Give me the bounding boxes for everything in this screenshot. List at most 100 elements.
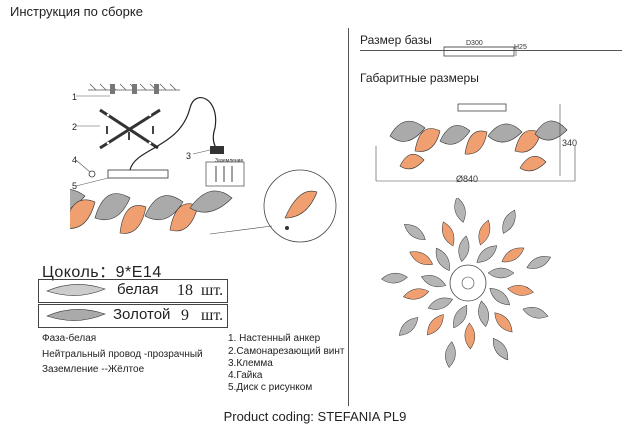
radial-leaf <box>458 235 470 262</box>
radial-leaf <box>502 209 516 234</box>
side-leaf <box>414 128 441 152</box>
radial-leaf <box>478 219 491 246</box>
radial-leaf <box>494 312 513 333</box>
radial-leaf <box>409 251 434 265</box>
side-leaf <box>389 120 426 142</box>
wiring-line-2: Нейтральный провод -прозрачный <box>42 349 203 360</box>
radial-leaf <box>403 224 426 240</box>
wire <box>129 97 221 171</box>
socket-spec: Цоколь：9*E14 <box>42 264 162 281</box>
part-1: 1. Настенный анкер <box>228 333 321 344</box>
terminal-connector <box>210 146 224 154</box>
callout-line-5 <box>75 177 109 187</box>
vertical-divider <box>348 28 349 406</box>
overall-diameter-label: Ø840 <box>456 174 479 184</box>
top-canopy-center <box>461 276 475 290</box>
screw <box>152 126 154 134</box>
callout-line-4 <box>75 159 91 173</box>
overall-size-heading: Габаритные размеры <box>360 71 479 85</box>
side-view-drawing <box>375 103 576 182</box>
leaf-row-gold-count: 9 <box>181 307 189 324</box>
side-leaf <box>534 120 568 141</box>
leaf-row-white-unit: шт. <box>201 282 224 299</box>
top-view-drawing <box>381 198 552 368</box>
hatch <box>89 83 97 91</box>
callout-lines <box>75 95 211 187</box>
radial-leaf <box>403 288 430 300</box>
part-5: 5.Диск с рисунком <box>228 382 313 393</box>
radial-leaf <box>493 337 509 361</box>
side-leaf <box>399 153 425 170</box>
assy-leaf <box>119 205 147 234</box>
callout-3: 3 <box>186 151 192 161</box>
hole <box>106 141 110 145</box>
radial-leaf <box>522 307 549 319</box>
wiring-line-3: Заземление --Жёлтое <box>42 364 145 375</box>
assy-leaf <box>189 190 233 213</box>
leaf-row-gold-unit: шт. <box>201 307 224 324</box>
hatch <box>119 83 127 91</box>
screw <box>128 132 130 140</box>
radial-leaf <box>526 256 552 269</box>
anchor-3 <box>154 84 159 94</box>
leaf-row-white-label: белая <box>117 281 159 298</box>
radial-leaf <box>464 322 476 350</box>
radial-leaf <box>507 285 534 296</box>
cross-bracket <box>99 108 161 150</box>
overall-height-label: 340 <box>562 138 578 148</box>
side-canopy <box>457 103 507 112</box>
leaf-row-gold: Золотой 9 шт. <box>38 304 228 328</box>
hatch <box>169 83 177 91</box>
zoom-pointer <box>209 225 273 235</box>
hatch <box>139 83 147 91</box>
base-height-label: H25 <box>514 44 527 51</box>
radial-leaf <box>478 300 490 327</box>
leaf-row-white-count: 18 <box>177 282 193 299</box>
radial-leaf <box>441 221 455 247</box>
disk <box>107 169 169 179</box>
part-4: 4.Гайка <box>228 370 263 381</box>
radial-leaf <box>435 247 450 272</box>
callout-4: 4 <box>72 155 78 165</box>
anchor-2 <box>132 84 137 94</box>
gold-leaf-icon <box>46 309 106 321</box>
part-2: 2.Самонарезающий винт <box>228 346 345 357</box>
callout-2: 2 <box>72 122 78 132</box>
hatch <box>99 83 107 91</box>
radial-leaf <box>381 272 408 284</box>
callout-line-3 <box>192 149 211 155</box>
screws <box>106 126 154 140</box>
assy-leaf <box>144 195 184 220</box>
leaf-shape <box>46 309 106 321</box>
radial-leaf <box>476 245 498 263</box>
assy-leaf <box>70 199 96 229</box>
wiring-line-1: Фаза-белая <box>42 333 97 344</box>
base-diagram <box>443 46 517 57</box>
bracket-arm <box>99 108 161 150</box>
radial-leaf <box>427 297 454 310</box>
zoom-circle <box>263 169 337 243</box>
side-leaf <box>464 130 488 155</box>
side-leaf <box>487 123 523 143</box>
radial-leaf <box>454 198 466 223</box>
callout-1: 1 <box>72 92 78 102</box>
part-3: 3.Клемма <box>228 358 273 369</box>
assy-leaf <box>94 193 131 221</box>
leaf-row-white: белая 18 шт. <box>38 279 228 303</box>
hatch <box>159 83 167 91</box>
radial-leaf <box>487 267 515 279</box>
radial-leaf <box>489 287 510 306</box>
assembly-drawing <box>70 83 337 243</box>
base-disk-outline <box>443 46 515 57</box>
radial-leaf <box>501 247 525 263</box>
terminal-block <box>205 161 245 187</box>
terminal-pins <box>215 166 233 182</box>
leaf-row-gold-label: Золотой <box>113 306 171 323</box>
page-title: Инструкция по сборке <box>10 4 143 19</box>
assy-leaf <box>70 189 86 209</box>
side-leaf <box>439 125 471 145</box>
terminal-ground-label: Заземление <box>215 158 244 164</box>
anchor-1 <box>110 84 115 94</box>
callout-5: 5 <box>72 181 78 191</box>
hole <box>148 141 152 145</box>
